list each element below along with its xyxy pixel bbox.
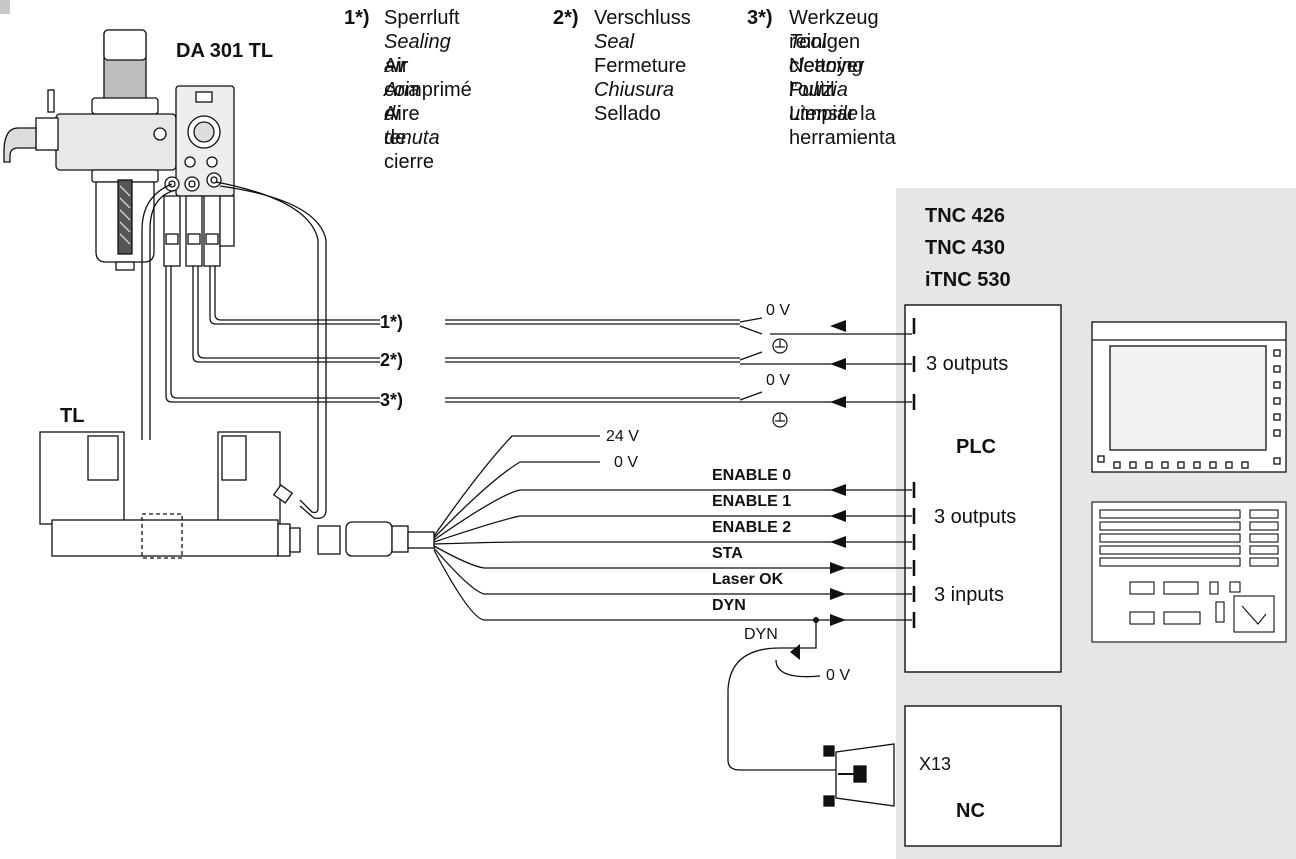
nc-label: NC [956,800,985,822]
laser-unit [39,431,341,559]
air-line-label: 2*) [380,350,404,370]
legend-line: Air comprimé [384,55,472,101]
plc-outputs-group-1: 3 outputs [926,353,1009,375]
legend-key: 3*) [747,7,773,29]
legend-line: Verschluss [594,7,691,29]
supply-24v: 24 V [606,428,639,445]
signal-label: STA [712,545,743,562]
signal-label: DYN [712,597,746,614]
legend-tool-cleaning: 3*) Werkzeug reinigen Tool cleaning Nett… [747,6,896,149]
device-title: DA 301 TL [176,40,274,62]
plc-box [904,304,1062,673]
legend-line: Nettoyer l’outil [789,55,865,101]
signal-label: ENABLE 2 [712,519,792,536]
legend-line: Chiusura [594,79,675,101]
legend-line: Aire de cierre [384,103,435,173]
signal-label: ENABLE 1 [712,493,792,510]
laser-label: TL [60,405,85,427]
control-model: TNC 426 [925,205,1006,227]
signal-label: Laser OK [712,571,784,588]
legend-line: Limpiar la herramienta [789,103,896,149]
control-monitor [1091,321,1287,473]
legend-line: Aria di tenuta [384,79,440,149]
legend-line: Fermeture [594,55,687,77]
cable-connector [345,521,435,557]
supply-0v: 0 V [614,454,639,471]
signal-label: ENABLE 0 [712,467,792,484]
control-keyboard [1091,501,1287,643]
ground-symbol [772,338,788,428]
plc-outputs-group-2: 3 outputs [934,506,1017,528]
voltage-label: 0 V [766,302,791,319]
x13-connector [823,743,895,807]
legend-key: 2*) [553,7,579,29]
air-line-label: 1*) [380,312,404,332]
air-tubes [141,181,740,519]
legend-key: 1*) [344,7,370,29]
dyn-branch-label: DYN [744,626,778,643]
air-filter-unit [3,29,235,271]
legend-line: Pulizia utensile [789,79,858,125]
legend-line: Werkzeug reinigen [789,7,879,53]
voltage-label: 0 V [826,667,851,684]
corner-tab [0,0,10,14]
air-line-label: 3*) [380,390,404,410]
voltage-label: 0 V [766,372,791,389]
legend-line: Sealing air [384,31,451,77]
legend-seal: 2*) Verschluss Seal Fermeture Chiusura S… [553,6,691,125]
legend-line: Sellado [594,103,661,125]
legend-sealing-air: 1*) Sperrluft Sealing air Air comprimé A… [344,6,472,173]
legend-line: Seal [594,31,635,53]
plc-inputs-group: 3 inputs [934,584,1005,606]
legend-line: Tool cleaning [789,31,864,77]
legend-line: Sperrluft [384,7,460,29]
signal-arrows [790,320,846,660]
nc-connector-label: X13 [919,754,952,774]
nc-box [904,705,1062,847]
control-model: iTNC 530 [925,269,1011,291]
signal-wires [433,317,912,771]
plc-label: PLC [956,436,996,458]
control-model: TNC 430 [925,237,1006,259]
